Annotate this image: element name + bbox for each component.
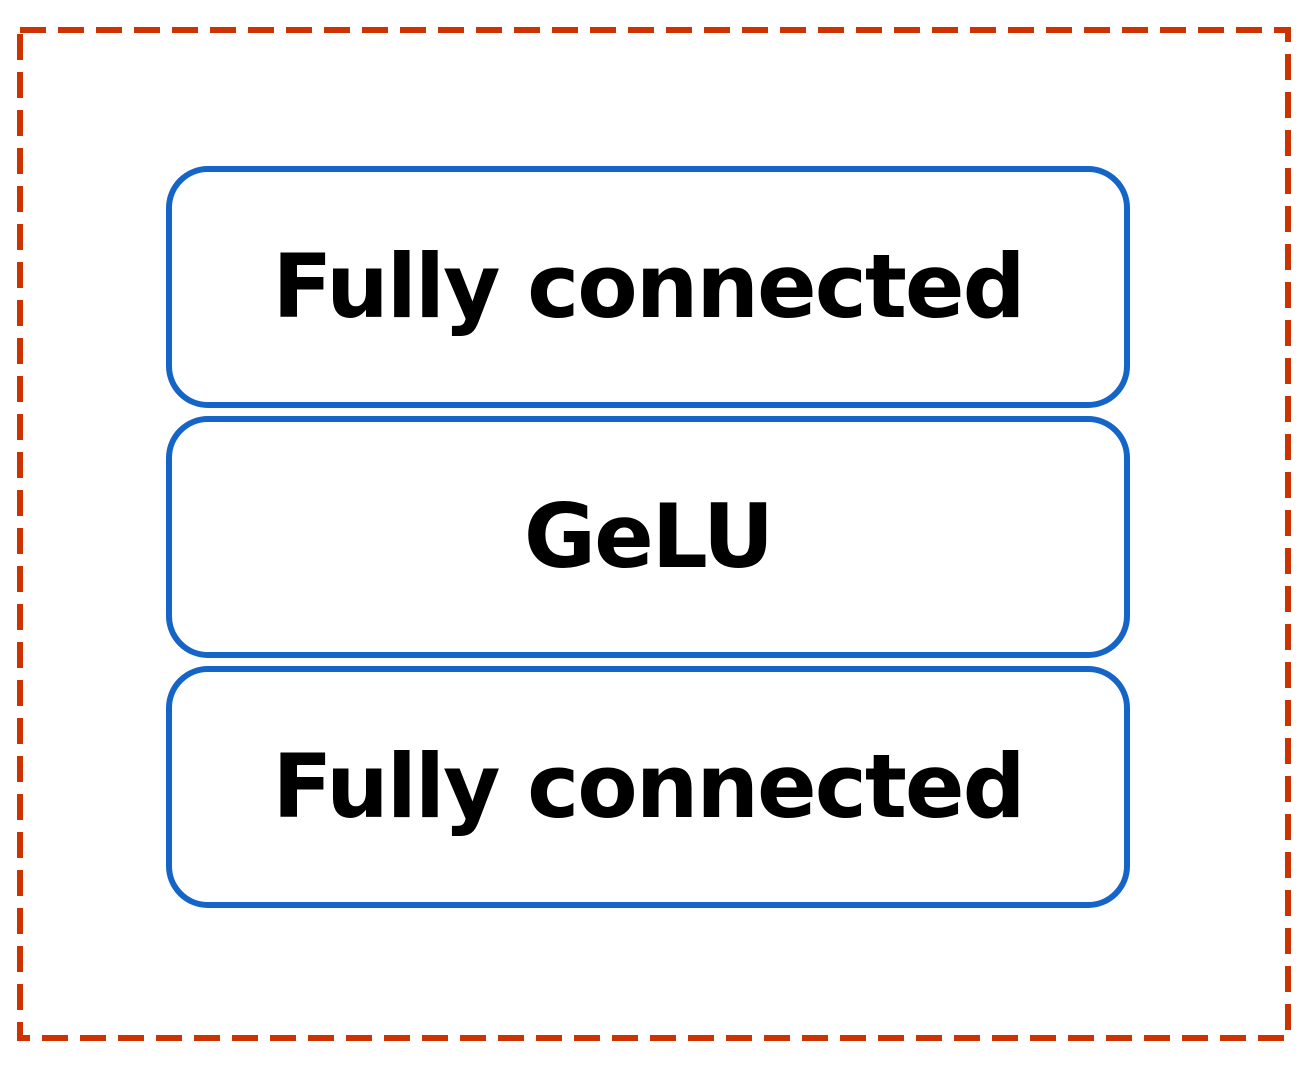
layer-label: GeLU [523,485,774,588]
fully-connected-layer-1: Fully connected [166,166,1130,408]
fully-connected-layer-2: Fully connected [166,666,1130,908]
gelu-layer: GeLU [166,416,1130,658]
layer-label: Fully connected [272,235,1025,338]
layer-label: Fully connected [272,735,1025,838]
